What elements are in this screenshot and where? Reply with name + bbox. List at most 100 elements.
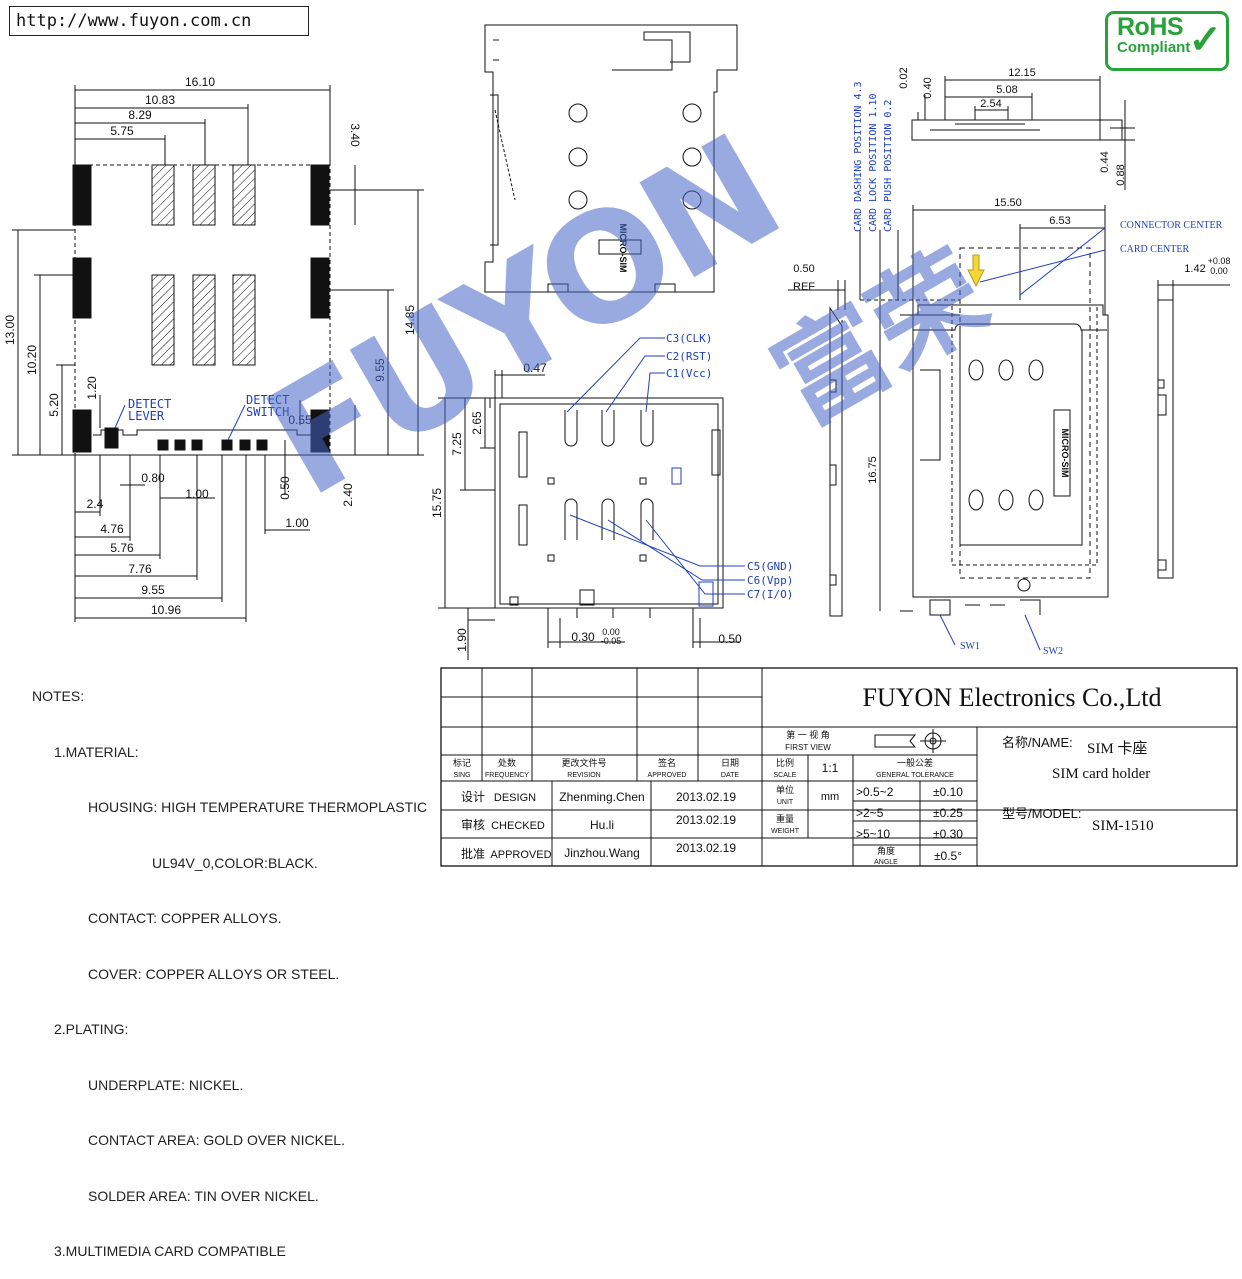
approved-date: 2013.02.19 [676, 841, 736, 855]
checked-name: Hu.li [590, 818, 614, 832]
dim-1-00-a: 1.00 [185, 487, 209, 501]
title-block-grid [440, 667, 1238, 867]
detect-switch-label-2: SWITCH [246, 405, 289, 419]
design-date: 2013.02.19 [676, 790, 736, 804]
dim-15-50: 15.50 [994, 197, 1022, 209]
cover-marking: MICRO-SIM [618, 224, 628, 273]
dim-0-40: 0.40 [922, 77, 934, 98]
card-marking: MICRO-SIM [1060, 429, 1070, 478]
notes-line: SOLDER AREA: TIN OVER NICKEL. [88, 1187, 319, 1204]
dim-9-55: 9.55 [373, 358, 387, 382]
projection-en: FIRST VIEW [785, 743, 831, 752]
tolerance-value-1: ±0.10 [933, 785, 963, 799]
notes-line: 1.MATERIAL: [54, 743, 139, 760]
detect-lever-label-2: LEVER [128, 409, 165, 423]
dim-9-55-b: 9.55 [141, 583, 165, 597]
technical-drawing: 16.10 10.83 8.29 5.75 3.40 14.85 13.00 1… [3, 24, 1238, 867]
name-cn: SIM 卡座 [1087, 740, 1147, 757]
notes-line: 2.PLATING: [54, 1021, 129, 1037]
dim-1-42-upper: +0.08 [1208, 256, 1231, 266]
model-value: SIM-1510 [1092, 818, 1154, 834]
approved-role-cn: 批准 [461, 846, 485, 861]
projection-cn: 第 一 视 角 [786, 729, 830, 740]
pin-c7-label: C7(I/O) [747, 588, 793, 601]
checkmark-icon: ✓ [1188, 18, 1222, 62]
pin-labels: C3(CLK) C2(RST) C1(Vcc) C5(GND) C6(Vpp) … [666, 332, 793, 601]
pin-c6-label: C6(Vpp) [747, 574, 793, 587]
company-name: FUYON Electronics Co.,Ltd [863, 683, 1162, 712]
dim-12-15: 12.15 [1008, 67, 1036, 79]
header-approved-cn: 签名 [658, 757, 676, 768]
tolerance-header-en: GENERAL TOLERANCE [876, 772, 954, 779]
design-name: Zhenming.Chen [559, 790, 644, 804]
checked-date: 2013.02.19 [676, 813, 736, 827]
tolerance-range-2: >2~5 [856, 806, 884, 820]
dim-15-75: 15.75 [430, 488, 444, 518]
header-scale-cn: 比例 [776, 757, 794, 768]
dim-0-88: 0.88 [1115, 164, 1127, 185]
dim-0-80: 0.80 [141, 471, 165, 485]
dim-5-76: 5.76 [110, 541, 134, 555]
dim-0-50: 0.50 [278, 476, 292, 500]
dim-2-54: 2.54 [980, 98, 1001, 110]
dim-0-44: 0.44 [1099, 151, 1111, 172]
header-date-en: DATE [721, 772, 739, 779]
model-label: 型号/MODEL: [1002, 806, 1081, 821]
footprint-dimensions: 16.10 10.83 8.29 5.75 3.40 14.85 13.00 1… [3, 75, 417, 617]
dim-13-00: 13.00 [3, 315, 17, 345]
dim-14-85: 14.85 [403, 305, 417, 335]
center-labels: CONNECTOR CENTER CARD CENTER SW1 SW2 [960, 220, 1223, 657]
dim-1-90: 1.90 [455, 628, 469, 652]
weight-en: WEIGHT [771, 828, 800, 835]
dim-0-55: 0.55 [288, 413, 312, 427]
dim-10-20: 10.20 [25, 345, 39, 375]
contact-view-dimensions: 0.47 2.65 7.25 15.75 1.90 0.30 0.00 -0.0… [430, 361, 742, 652]
sw2-label: SW2 [1043, 646, 1063, 657]
card-lock-position: CARD LOCK POSITION 1.10 [868, 94, 879, 232]
unit-en: UNIT [777, 799, 794, 806]
header-date-cn: 日期 [721, 758, 739, 768]
dim-5-20: 5.20 [47, 393, 61, 417]
tolerance-value-3: ±0.30 [933, 827, 963, 841]
dim-0-50-ref: 0.50 [793, 263, 814, 275]
design-role-cn: 设计 [461, 790, 485, 804]
name-en: SIM card holder [1052, 766, 1150, 782]
detect-lever-label-1: DETECT [128, 397, 171, 411]
rohs-compliant-label: Compliant [1117, 39, 1191, 56]
detect-switch-label-1: DETECT [246, 393, 289, 407]
dim-16-10: 16.10 [185, 75, 215, 89]
card-position-labels: CARD DASHING POSITION 4.3 CARD LOCK POSI… [853, 81, 894, 232]
notes-block: NOTES: 1.MATERIAL: HOUSING: HIGH TEMPERA… [32, 650, 427, 1279]
cover-view [484, 24, 738, 293]
header-revision-en: REVISION [567, 772, 600, 779]
unit-value: mm [821, 791, 839, 803]
dim-1-20: 1.20 [85, 376, 99, 400]
card-dashing-position: CARD DASHING POSITION 4.3 [853, 81, 864, 232]
rohs-badge: RoHS Compliant ✓ [1105, 11, 1229, 71]
name-label: 名称/NAME: [1002, 735, 1073, 750]
checked-role-en: CHECKED [491, 820, 545, 832]
dim-6-53: 6.53 [1049, 215, 1070, 227]
pin-c1-label: C1(Vcc) [666, 367, 712, 380]
dim-5-08: 5.08 [996, 84, 1017, 96]
notes-line: CONTACT: COPPER ALLOYS. [88, 910, 282, 926]
dim-4-76: 4.76 [100, 522, 124, 536]
angle-en: ANGLE [874, 859, 898, 866]
title-block: FUYON Electronics Co.,Ltd 第 一 视 角 FIRST … [453, 683, 1161, 866]
dim-0-02: 0.02 [898, 67, 910, 88]
tolerance-range-1: >0.5~2 [856, 785, 894, 799]
design-role-en: DESIGN [494, 792, 536, 804]
approved-role-en: APPROVED [490, 849, 551, 861]
pin-c2-label: C2(RST) [666, 350, 712, 363]
header-revision-cn: 更改文件号 [561, 757, 606, 768]
notes-line: CONTACT AREA: GOLD OVER NICKEL. [88, 1132, 345, 1148]
footprint-view [12, 85, 424, 622]
dim-16-75: 16.75 [867, 456, 879, 484]
header-sing-en: SING [453, 772, 470, 779]
dim-2-4: 2.4 [87, 497, 104, 511]
side-views [788, 76, 1230, 651]
dim-ref: REF [793, 281, 815, 293]
tolerance-value-2: ±0.25 [933, 806, 963, 820]
pin-c5-label: C5(GND) [747, 560, 793, 573]
dim-0-30: 0.30 [571, 630, 595, 644]
